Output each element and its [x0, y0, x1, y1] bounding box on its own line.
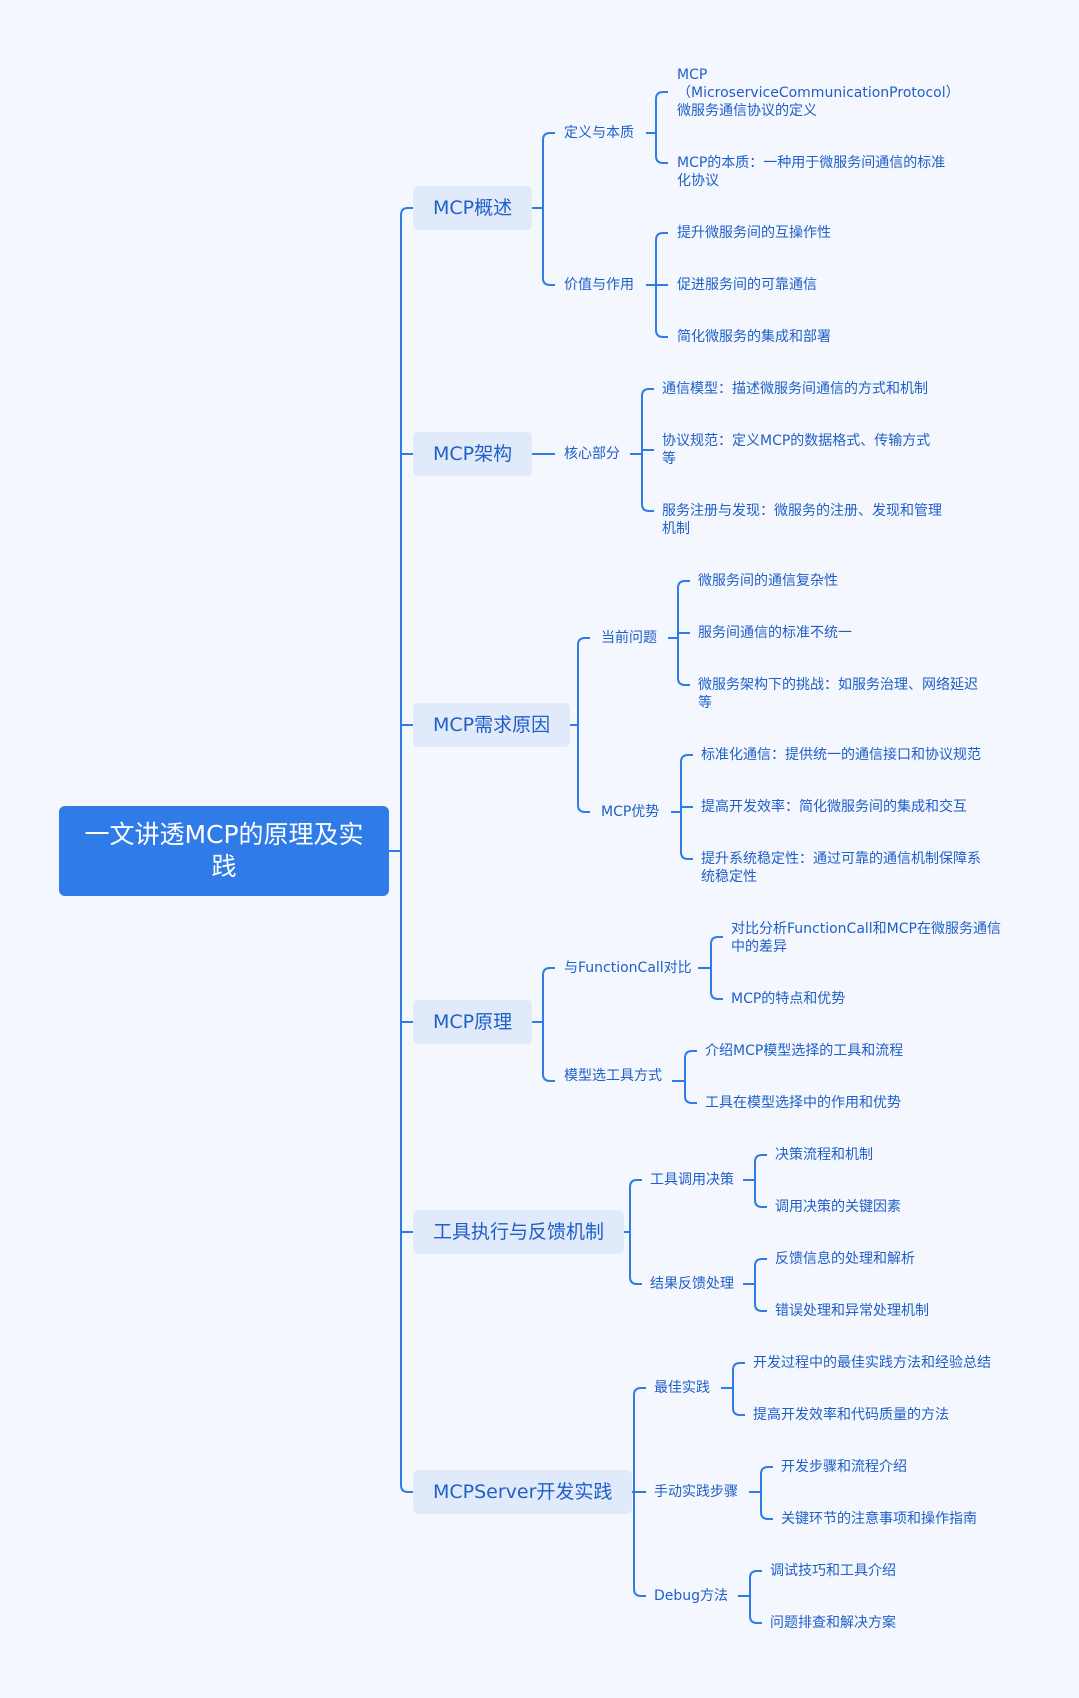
connector	[749, 1570, 762, 1579]
leaf-no-standard[interactable]: 服务间通信的标准不统一	[698, 625, 852, 641]
leaf-debug-tools[interactable]: 调试技巧和工具介绍	[770, 1563, 896, 1579]
subtopic-functioncall[interactable]: 与FunctionCall对比	[564, 960, 692, 976]
subtopic-definition[interactable]: 定义与本质	[564, 125, 634, 141]
connector	[684, 1050, 697, 1059]
leaf-troubleshoot[interactable]: 问题排查和解决方案	[770, 1615, 896, 1631]
connector	[680, 851, 693, 860]
connector	[633, 1588, 646, 1597]
leaf-quality[interactable]: 提高开发效率和代码质量的方法	[753, 1407, 949, 1423]
branch-execution[interactable]: 工具执行与反馈机制	[413, 1210, 625, 1254]
subtopic-feedback[interactable]: 结果反馈处理	[650, 1276, 734, 1292]
subtopic-model-tools[interactable]: 模型选工具方式	[564, 1068, 662, 1084]
connector	[677, 677, 690, 686]
connector	[710, 991, 723, 1000]
connector	[655, 232, 668, 241]
connector	[577, 804, 590, 813]
connector	[542, 277, 555, 286]
branch-architecture[interactable]: MCP架构	[413, 432, 533, 476]
leaf-protocol-spec[interactable]: 协议规范：定义MCP的数据格式、传输方式等	[662, 433, 931, 467]
leaf-challenges[interactable]: 微服务架构下的挑战：如服务治理、网络延迟等	[698, 677, 978, 711]
connector	[577, 637, 590, 646]
subtopic-value[interactable]: 价值与作用	[564, 277, 634, 293]
branch-reasons[interactable]: MCP需求原因	[413, 703, 571, 747]
leaf-reliable-comm[interactable]: 促进服务间的可靠通信	[677, 277, 817, 293]
leaf-best-methods[interactable]: 开发过程中的最佳实践方法和经验总结	[753, 1355, 991, 1371]
connector	[655, 155, 668, 164]
subtopic-core[interactable]: 核心部分	[564, 446, 620, 462]
leaf-interoperability[interactable]: 提升微服务间的互操作性	[677, 225, 831, 241]
subtopic-invocation[interactable]: 工具调用决策	[650, 1172, 734, 1188]
connector	[760, 1466, 773, 1475]
connector	[629, 1276, 642, 1285]
connector	[680, 754, 693, 763]
root-topic[interactable]: 一文讲透MCP的原理及实践	[59, 806, 389, 896]
connector	[754, 1199, 767, 1208]
connector	[641, 503, 654, 512]
connector	[749, 1615, 762, 1624]
subtopic-debug[interactable]: Debug方法	[654, 1588, 729, 1604]
connector	[633, 1387, 646, 1396]
subtopic-manual-steps[interactable]: 手动实践步骤	[654, 1484, 738, 1500]
branch-overview[interactable]: MCP概述	[413, 186, 533, 230]
connector	[542, 967, 555, 976]
connector	[754, 1258, 767, 1267]
leaf-standardized[interactable]: 标准化通信：提供统一的通信接口和协议规范	[701, 747, 981, 763]
leaf-registry[interactable]: 服务注册与发现：微服务的注册、发现和管理机制	[662, 503, 942, 537]
leaf-efficiency[interactable]: 提高开发效率：简化微服务间的集成和交互	[701, 799, 967, 815]
connector	[760, 1511, 773, 1520]
connector	[542, 132, 555, 141]
leaf-stability[interactable]: 提升系统稳定性：通过可靠的通信机制保障系统稳定性	[701, 851, 981, 885]
connector	[400, 207, 413, 216]
connector	[655, 91, 668, 100]
branch-principle[interactable]: MCP原理	[413, 1000, 533, 1044]
leaf-model-process[interactable]: 介绍MCP模型选择的工具和流程	[705, 1043, 904, 1059]
connector	[400, 1484, 413, 1493]
connector	[677, 580, 690, 589]
leaf-features[interactable]: MCP的特点和优势	[731, 991, 846, 1007]
leaf-key-factors[interactable]: 调用决策的关键因素	[775, 1199, 901, 1215]
subtopic-advantages[interactable]: MCP优势	[601, 804, 660, 820]
leaf-compare[interactable]: 对比分析FunctionCall和MCP在微服务通信中的差异	[731, 921, 1001, 955]
connector	[684, 1095, 697, 1104]
subtopic-current-issues[interactable]: 当前问题	[601, 630, 657, 646]
subtopic-best-practice[interactable]: 最佳实践	[654, 1380, 710, 1396]
leaf-feedback-parse[interactable]: 反馈信息的处理和解析	[775, 1251, 915, 1267]
leaf-simplify-deploy[interactable]: 简化微服务的集成和部署	[677, 329, 831, 345]
leaf-definition-mcp[interactable]: MCP（MicroserviceCommunicationProtocol）微服…	[677, 67, 953, 119]
leaf-essence[interactable]: MCP的本质：一种用于微服务间通信的标准化协议	[677, 155, 946, 189]
leaf-decision-flow[interactable]: 决策流程和机制	[775, 1147, 873, 1163]
branch-server-practice[interactable]: MCPServer开发实践	[413, 1470, 633, 1514]
connector	[629, 1179, 642, 1188]
leaf-key-notes[interactable]: 关键环节的注意事项和操作指南	[781, 1511, 977, 1527]
connector	[542, 1073, 555, 1082]
connector	[641, 388, 654, 397]
connector	[754, 1303, 767, 1312]
leaf-complexity[interactable]: 微服务间的通信复杂性	[698, 573, 838, 589]
connector	[655, 329, 668, 338]
connector	[732, 1362, 745, 1371]
connector	[710, 936, 723, 945]
leaf-error-handling[interactable]: 错误处理和异常处理机制	[775, 1303, 929, 1319]
connector	[754, 1154, 767, 1163]
leaf-tool-role[interactable]: 工具在模型选择中的作用和优势	[705, 1095, 901, 1111]
leaf-comm-model[interactable]: 通信模型：描述微服务间通信的方式和机制	[662, 381, 928, 397]
leaf-dev-steps[interactable]: 开发步骤和流程介绍	[781, 1459, 907, 1475]
connector	[732, 1407, 745, 1416]
